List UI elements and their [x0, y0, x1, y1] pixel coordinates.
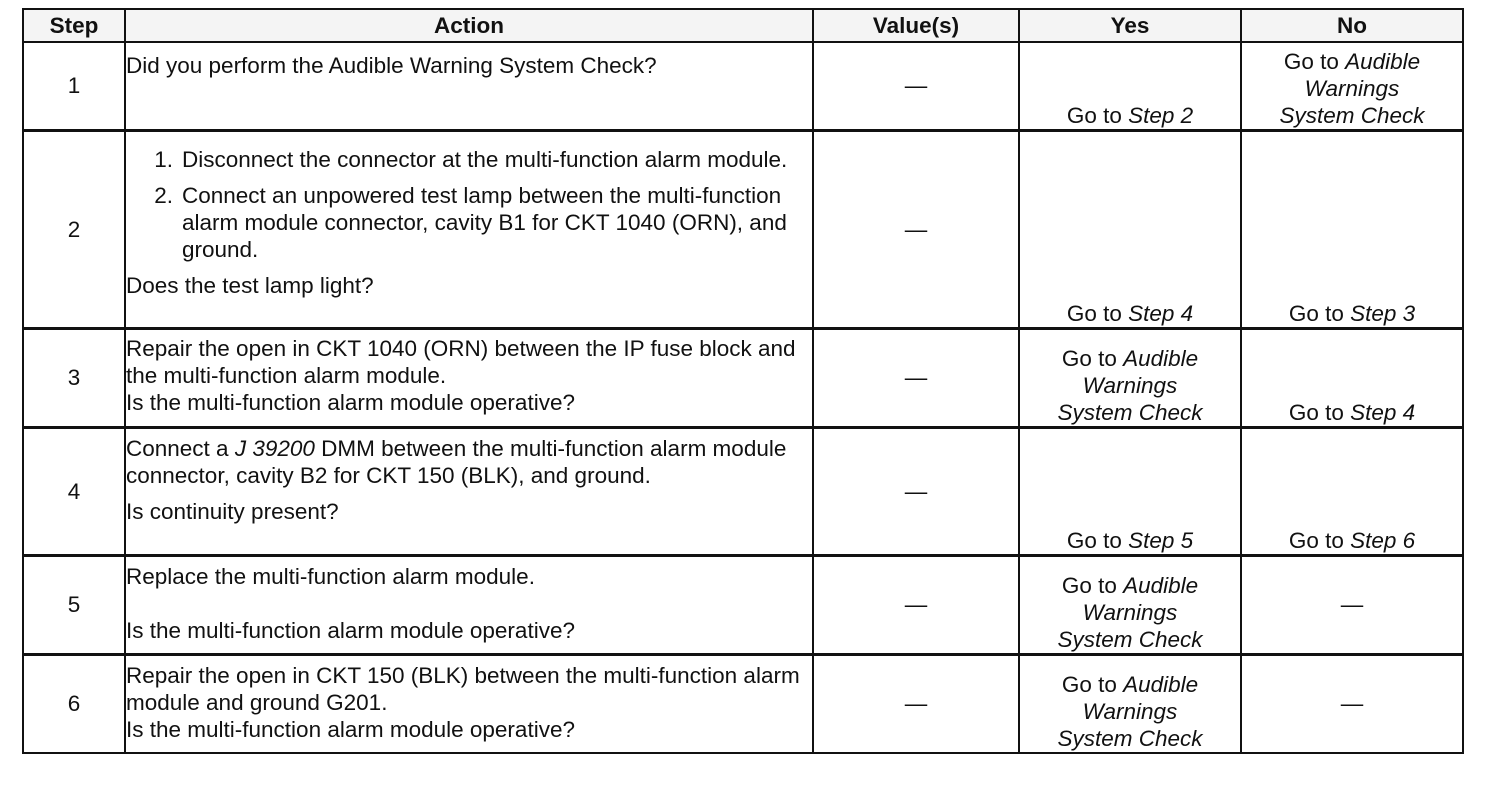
action-cell: Did you perform the Audible Warning Syst… [124, 41, 814, 131]
table-row: 1 Did you perform the Audible Warning Sy… [22, 41, 1464, 131]
action-cell: Repair the open in CKT 1040 (ORN) betwee… [124, 326, 814, 428]
value-cell: — [812, 553, 1020, 655]
action-cell: Replace the multi-function alarm module.… [124, 553, 814, 655]
yes-prefix: Go to [1061, 672, 1124, 697]
value-cell: — [812, 128, 1020, 329]
step-number: 1 [22, 41, 126, 131]
step-number: 6 [22, 652, 126, 754]
action-text: Did you perform the Audible Warning Syst… [126, 53, 657, 78]
action-question: Does the test lamp light? [126, 272, 374, 298]
action-question: Is the multi-function alarm module opera… [126, 617, 575, 643]
action-question: Is continuity present? [126, 498, 339, 524]
no-step-link[interactable]: Step 3 [1350, 300, 1416, 326]
yes-step-link[interactable]: Step 2 [1128, 102, 1194, 128]
no-prefix: Go to [1288, 399, 1351, 425]
yes-prefix: Go to [1061, 572, 1124, 598]
step-number: 3 [22, 326, 126, 428]
header-no: No [1240, 8, 1464, 43]
table-row: 5 Replace the multi-function alarm modul… [22, 553, 1464, 655]
diagnostic-table: Step Action Value(s) Yes No 1 Did you pe… [22, 8, 1464, 754]
value-cell: — [812, 425, 1020, 556]
yes-cell: Go to Step 5 [1018, 425, 1242, 556]
no-prefix: Go to [1283, 48, 1346, 74]
yes-prefix: Go to [1066, 527, 1129, 553]
action-text: Repair the open in CKT 150 (BLK) between… [126, 662, 800, 715]
substep-item: 2.Connect an unpowered test lamp between… [154, 182, 787, 262]
no-cell: — [1240, 652, 1464, 754]
table-row: 3 Repair the open in CKT 1040 (ORN) betw… [22, 326, 1464, 428]
yes-step-link[interactable]: Step 4 [1128, 300, 1194, 326]
no-prefix: Go to [1288, 527, 1351, 553]
header-row: Step Action Value(s) Yes No [22, 8, 1464, 43]
value-cell: — [812, 652, 1020, 754]
yes-cell: Go to Step 2 [1018, 41, 1242, 131]
action-cell: 1.Disconnect the connector at the multi-… [124, 128, 814, 329]
header-values: Value(s) [812, 8, 1020, 43]
action-question: Is the multi-function alarm module opera… [126, 716, 575, 742]
action-text: Connect a J 39200 DMM between the multi-… [126, 435, 787, 488]
header-yes: Yes [1018, 8, 1242, 43]
table-row: 6 Repair the open in CKT 150 (BLK) betwe… [22, 652, 1464, 754]
no-cell: Go to Step 3 [1240, 128, 1464, 329]
action-cell: Connect a J 39200 DMM between the multi-… [124, 425, 814, 556]
yes-cell: Go to Step 4 [1018, 128, 1242, 329]
no-prefix: Go to [1288, 300, 1351, 326]
action-question: Is the multi-function alarm module opera… [126, 389, 575, 415]
yes-prefix: Go to [1066, 300, 1129, 326]
no-step-link[interactable]: Step 4 [1350, 399, 1416, 425]
tool-name: J 39200 [234, 435, 315, 461]
no-cell: Go to Step 4 [1240, 326, 1464, 428]
table-row: 4 Connect a J 39200 DMM between the mult… [22, 425, 1464, 556]
action-text: Repair the open in CKT 1040 (ORN) betwee… [126, 335, 796, 388]
yes-prefix: Go to [1061, 345, 1124, 371]
no-cell: Go to Step 6 [1240, 425, 1464, 556]
yes-step-link[interactable]: Step 5 [1128, 527, 1194, 553]
value-cell: — [812, 41, 1020, 131]
substep-item: 1.Disconnect the connector at the multi-… [154, 146, 788, 172]
step-number: 5 [22, 553, 126, 655]
value-cell: — [812, 326, 1020, 428]
no-step-link[interactable]: Step 6 [1350, 527, 1416, 553]
table-row: 2 1.Disconnect the connector at the mult… [22, 128, 1464, 329]
action-cell: Repair the open in CKT 150 (BLK) between… [124, 652, 814, 754]
substep-list: 1.Disconnect the connector at the multi-… [126, 146, 812, 263]
step-number: 4 [22, 425, 126, 556]
header-step: Step [22, 8, 126, 43]
step-number: 2 [22, 128, 126, 329]
no-cell: — [1240, 553, 1464, 655]
yes-prefix: Go to [1066, 102, 1129, 128]
action-text: Replace the multi-function alarm module. [126, 563, 535, 589]
header-action: Action [124, 8, 814, 43]
